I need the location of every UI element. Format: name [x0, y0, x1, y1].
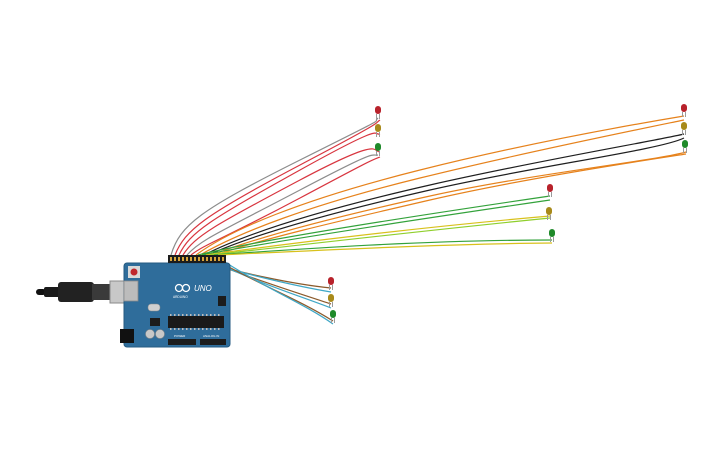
usb-port: [123, 280, 139, 302]
wire-gray-2[interactable]: [186, 154, 379, 256]
usb-cable-icon[interactable]: [36, 280, 135, 304]
led-group4-yellow[interactable]: [681, 122, 687, 135]
digital-header-pins: [170, 257, 224, 261]
led-group3-green[interactable]: [549, 229, 555, 242]
wire-green-2[interactable]: [201, 199, 551, 256]
wire-yellow-1[interactable]: [205, 215, 551, 256]
led-group1-red[interactable]: [375, 106, 381, 119]
microcontroller-chip: [168, 314, 224, 330]
wire-cyan-3[interactable]: [224, 261, 334, 325]
regulator: [150, 318, 160, 326]
led-group3-yellow[interactable]: [546, 207, 552, 220]
power-jack: [120, 329, 134, 343]
wire-light-green-1[interactable]: [209, 217, 551, 256]
arduino-board[interactable]: UNO ARDUINO: [120, 255, 231, 348]
wire-black-2[interactable]: [207, 137, 685, 256]
reset-button[interactable]: [128, 266, 140, 278]
wire-brown-3[interactable]: [219, 261, 334, 322]
led-group2-red[interactable]: [328, 277, 334, 290]
led-group2-green[interactable]: [330, 310, 336, 323]
led-group4-green[interactable]: [682, 140, 688, 153]
led-group3-red[interactable]: [547, 184, 553, 197]
led-group2-yellow[interactable]: [328, 294, 334, 307]
wire-gray-1[interactable]: [170, 117, 379, 256]
power-header-label: POWER: [174, 334, 186, 338]
wire-red-3[interactable]: [182, 148, 381, 256]
analog-header[interactable]: [200, 339, 226, 345]
led-group4-red[interactable]: [681, 104, 687, 117]
analog-header-label: ANALOG IN: [203, 334, 219, 338]
crystal: [147, 303, 161, 312]
wire-green-1[interactable]: [197, 195, 551, 256]
wire-orange-4[interactable]: [215, 153, 687, 256]
arduino-logo-icon: [174, 283, 191, 293]
digital-header[interactable]: [168, 255, 226, 263]
wires-group: [170, 115, 687, 325]
led-group1-yellow[interactable]: [375, 124, 381, 137]
wire-yellow-2[interactable]: [217, 242, 553, 256]
power-header[interactable]: [168, 339, 196, 345]
icsp-header: [218, 296, 226, 306]
leds-group: [328, 104, 688, 323]
wire-red-2[interactable]: [178, 132, 381, 256]
wire-green-3[interactable]: [213, 239, 553, 256]
wire-red-4[interactable]: [190, 156, 381, 256]
wire-orange-1[interactable]: [195, 115, 685, 256]
led-group1-green[interactable]: [375, 143, 381, 156]
board-model-label: UNO: [194, 284, 212, 293]
wire-orange-3[interactable]: [211, 151, 687, 256]
wire-black-1[interactable]: [203, 133, 685, 256]
wire-red-1[interactable]: [174, 119, 381, 256]
arduino-brand-label: ARDUINO: [173, 295, 188, 299]
capacitors: [145, 329, 165, 339]
wire-orange-2[interactable]: [199, 119, 685, 256]
